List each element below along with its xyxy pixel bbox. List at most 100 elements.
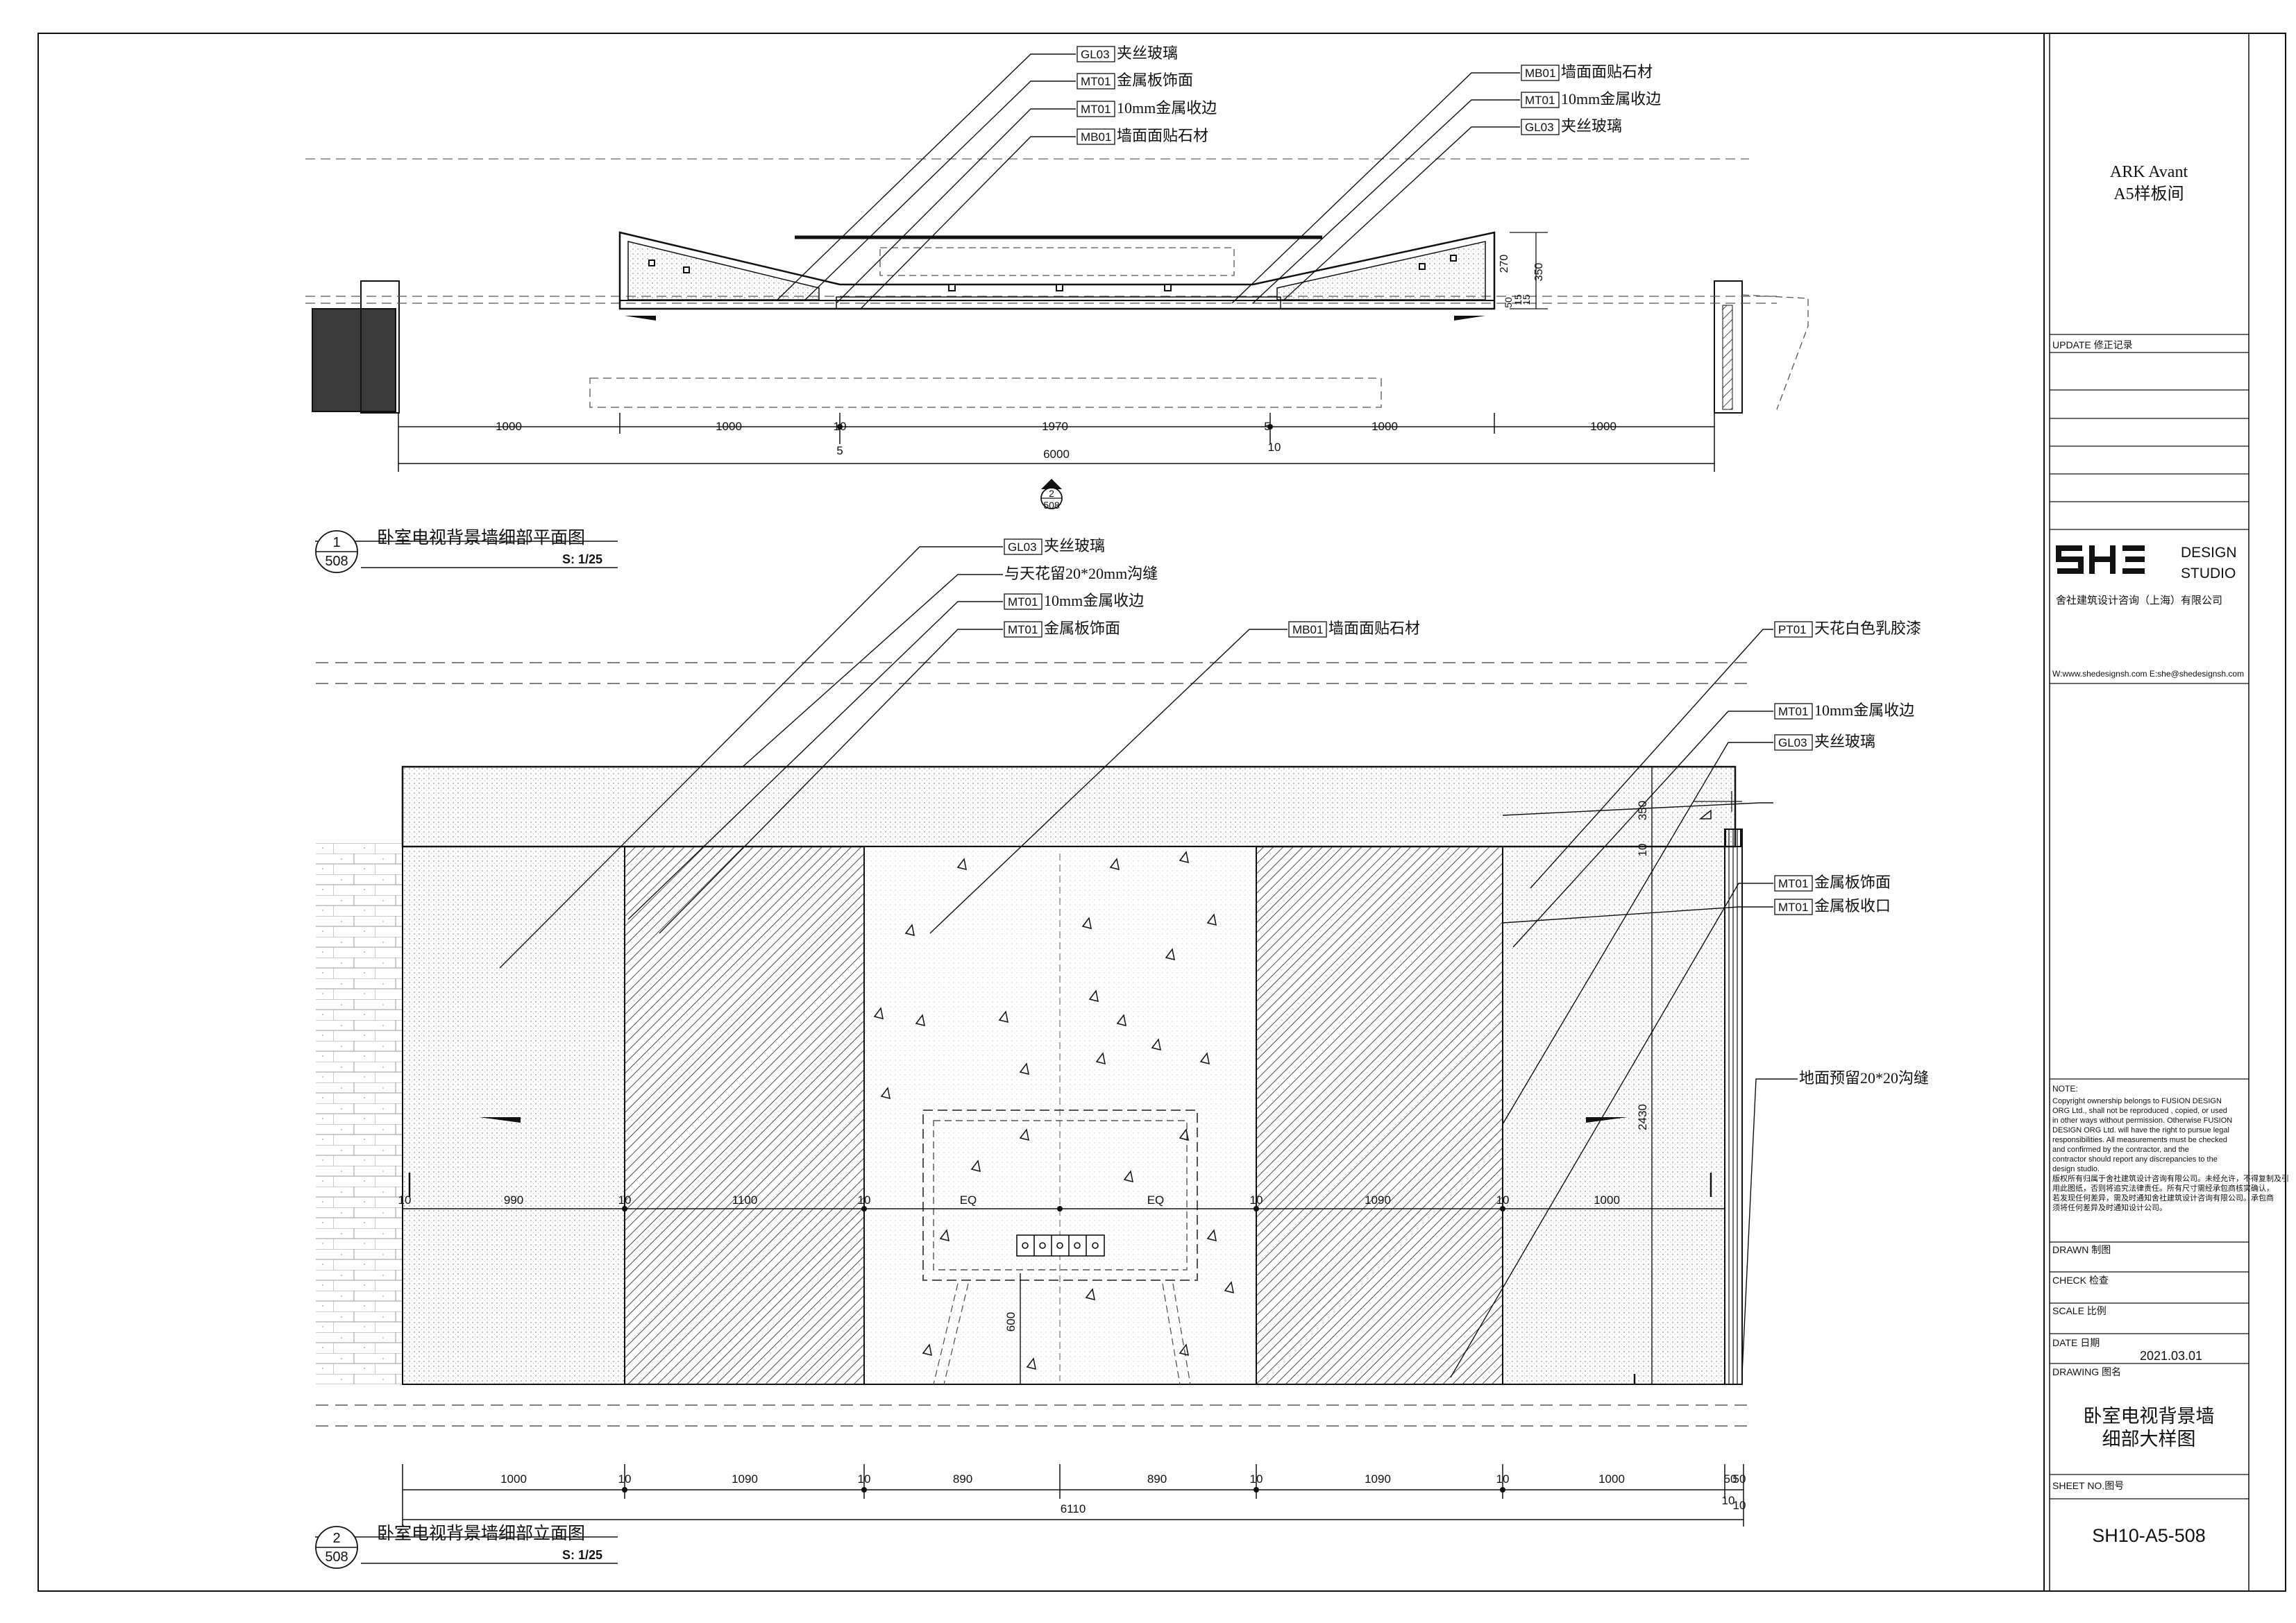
- elevation-dimension: 1000: [1598, 1472, 1625, 1486]
- svg-text:MT01: MT01: [1778, 877, 1808, 890]
- svg-text:MT01: MT01: [1081, 75, 1111, 88]
- she-logo: [2056, 545, 2145, 574]
- note-line: 版权所有归属于舍社建筑设计咨询有限公司。未经允许，不得复制及引: [2052, 1173, 2289, 1183]
- elevation-title: 卧室电视背景墙细部立面图: [377, 1524, 585, 1543]
- scale-label: SCALE 比例: [2052, 1305, 2107, 1316]
- elevation-dimension: 10: [618, 1472, 632, 1486]
- svg-text:金属板饰面: 金属板饰面: [1117, 71, 1193, 89]
- elevation-leader-label: MT01 10mm金属收边: [1774, 702, 1914, 720]
- logo-word: DESIGN: [2181, 545, 2237, 561]
- elevation-leader-label: 与天花留20*20mm沟缝: [1004, 565, 1158, 582]
- elevation-callout-number: 2: [332, 1531, 340, 1546]
- plan-scale: S: 1/25: [562, 552, 602, 566]
- plan-leaders-left: [1077, 44, 1285, 155]
- svg-text:MT01: MT01: [1778, 705, 1808, 718]
- logo-word: STUDIO: [2181, 566, 2236, 581]
- svg-text:金属板饰面: 金属板饰面: [1814, 874, 1891, 891]
- side-wall: [316, 843, 403, 1384]
- drawing-name: 细部大样图: [2102, 1429, 2196, 1450]
- note-line: ORG Ltd., shall not be reproduced , copi…: [2052, 1107, 2227, 1115]
- plan-vertical-dimension: 15: [1521, 294, 1532, 305]
- elevation-vertical-dimension: 600: [1004, 1312, 1018, 1332]
- plan-callout-number: 1: [332, 535, 340, 550]
- elevation-vertical-dimension: 350: [1636, 801, 1649, 820]
- elevation-dimension: 10: [398, 1193, 412, 1207]
- company-name: 舍社建筑设计咨询（上海）有限公司: [2056, 595, 2222, 606]
- svg-text:夹丝玻璃: 夹丝玻璃: [1044, 537, 1105, 554]
- svg-text:墙面面贴石材: 墙面面贴石材: [1328, 620, 1420, 637]
- drawing-name: 卧室电视背景墙: [2084, 1406, 2215, 1427]
- sheet-number: SH10-A5-508: [2092, 1525, 2206, 1546]
- svg-text:MT01: MT01: [1008, 595, 1038, 609]
- svg-text:MT01: MT01: [1525, 94, 1555, 107]
- plan-vertical-dimension: 50: [1503, 297, 1514, 308]
- note-line: contractor should report any discrepanci…: [2052, 1155, 2218, 1164]
- plan-callout-sheet: 508: [325, 554, 348, 569]
- elevation-leader-label: MT01 金属板收口: [1774, 897, 1891, 915]
- elevation-leader-label: MT01 金属板饰面: [1774, 874, 1891, 892]
- svg-text:GL03: GL03: [1008, 541, 1037, 554]
- note-line: design studio.: [2052, 1165, 2100, 1173]
- elevation-dimension: 10: [618, 1193, 632, 1207]
- ceiling-band: [401, 765, 1737, 848]
- svg-text:与天花留20*20mm沟缝: 与天花留20*20mm沟缝: [1004, 565, 1158, 582]
- plan-dimension: 1000: [1590, 420, 1617, 433]
- svg-text:金属板收口: 金属板收口: [1814, 897, 1891, 915]
- elevation-dimension: 10: [1250, 1193, 1263, 1207]
- note-line: 用此图纸，否则将追究法律责任。所有尺寸需经承包商核实确认，: [2052, 1183, 2274, 1193]
- elevation-view: [315, 546, 1798, 1569]
- svg-text:MT01: MT01: [1778, 901, 1808, 914]
- elevation-total-dimension: 6110: [1061, 1502, 1086, 1515]
- elevation-vertical-dimension: 10: [1636, 844, 1649, 857]
- note-line: responsibilities. All measurements must …: [2052, 1136, 2227, 1144]
- plan-dimension: 5: [836, 444, 843, 457]
- elevation-leader-label: 地面预留20*20沟缝: [1799, 1069, 1929, 1087]
- update-label: UPDATE 修正记录: [2052, 339, 2133, 350]
- metal-panel-left: [624, 846, 865, 1385]
- date-value: 2021.03.01: [2140, 1349, 2202, 1363]
- elevation-dimension: 10: [1722, 1494, 1735, 1507]
- note-line: Copyright ownership belongs to FUSION DE…: [2052, 1097, 2222, 1105]
- svg-text:地面预留20*20沟缝: 地面预留20*20沟缝: [1799, 1069, 1929, 1087]
- note-line: 若发现任何差异，需及时通知舍社建筑设计咨询有限公司。承包商: [2052, 1193, 2274, 1203]
- plan-view: [305, 53, 1809, 573]
- elevation-dimension: 10: [858, 1472, 871, 1486]
- elevation-dimension: 10: [1733, 1499, 1746, 1512]
- elevation-scale: S: 1/25: [562, 1548, 602, 1562]
- elevation-dimension: 50: [1724, 1472, 1737, 1486]
- project-name: ARK Avant: [2110, 163, 2188, 181]
- elevation-dimension: 990: [504, 1193, 523, 1207]
- elevation-vertical-dimension: 2430: [1636, 1104, 1649, 1130]
- elevation-dimension: 10: [1496, 1472, 1510, 1486]
- svg-text:MB01: MB01: [1525, 67, 1555, 80]
- plan-leader-label: MT01 金属板饰面: [1077, 71, 1193, 90]
- elevation-dimension: 1100: [732, 1193, 758, 1207]
- svg-text:夹丝玻璃: 夹丝玻璃: [1117, 44, 1178, 62]
- plan-dimension: 1970: [1042, 420, 1068, 433]
- elevation-dimension: 1090: [732, 1472, 758, 1486]
- svg-text:墙面面贴石材: 墙面面贴石材: [1117, 127, 1208, 144]
- plan-total-dimension: 6000: [1043, 448, 1070, 461]
- left-wall-section: [312, 308, 396, 412]
- plan-vertical-dimension: 15: [1512, 294, 1523, 305]
- svg-text:夹丝玻璃: 夹丝玻璃: [1561, 117, 1622, 135]
- svg-text:10mm金属收边: 10mm金属收边: [1814, 702, 1914, 719]
- svg-text:GL03: GL03: [1525, 121, 1554, 134]
- elevation-dimension: 1090: [1365, 1193, 1391, 1207]
- drawn-label: DRAWN 制图: [2052, 1244, 2111, 1255]
- note-line: 须将任何差异及时通知设计公司。: [2052, 1203, 2167, 1212]
- elevation-leader-label: GL03 夹丝玻璃: [1004, 537, 1105, 555]
- svg-text:GL03: GL03: [1778, 736, 1807, 749]
- elevation-dimension: 1090: [1365, 1472, 1391, 1486]
- svg-text:MB01: MB01: [1292, 623, 1323, 636]
- plan-dimension: 1000: [496, 420, 522, 433]
- elevation-dimension: 890: [953, 1472, 972, 1486]
- contact-info: W:www.shedesignsh.com E:she@shedesignsh.…: [2052, 669, 2244, 679]
